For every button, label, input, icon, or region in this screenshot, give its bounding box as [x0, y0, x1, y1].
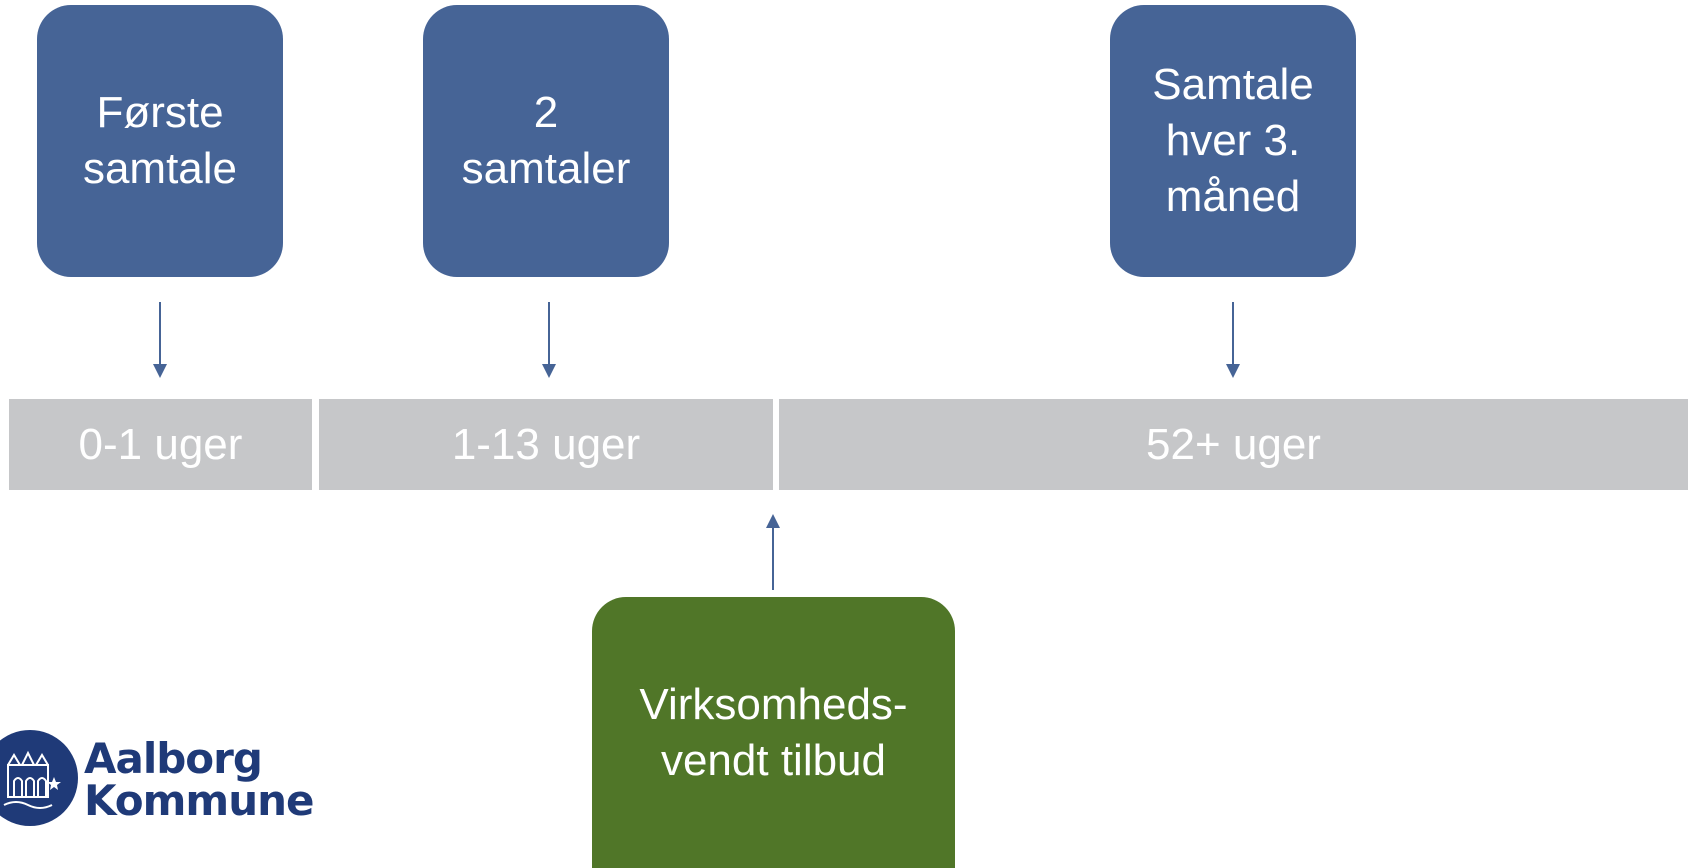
aalborg-kommune-logo: [0, 730, 78, 826]
quarterly-conversation-box: Samtale hver 3. måned: [1110, 5, 1356, 277]
timeline-segment-52-weeks: 52+ uger: [779, 399, 1688, 490]
business-oriented-offer-label: Virksomheds- vendt tilbud: [639, 679, 908, 785]
business-oriented-offer-box: Virksomheds- vendt tilbud: [592, 597, 955, 868]
down-arrow-icon: [542, 302, 556, 378]
up-arrow-icon: [766, 514, 780, 590]
quarterly-conversation-label: Samtale hver 3. måned: [1152, 60, 1314, 221]
timeline-segment-label: 1-13 uger: [451, 419, 641, 469]
timeline-segment-label: 0-1 uger: [78, 419, 243, 469]
logo-line-2: Kommune: [84, 776, 314, 825]
two-conversations-label: 2 samtaler: [461, 88, 631, 193]
down-arrow-icon: [153, 302, 167, 378]
timeline-segment-label: 52+ uger: [1146, 419, 1321, 469]
timeline-segment-0-1-weeks: 0-1 uger: [9, 399, 312, 490]
logo-line-1: Aalborg: [84, 734, 263, 783]
timeline-segment-1-13-weeks: 1-13 uger: [319, 399, 773, 490]
first-conversation-label: Første samtale: [82, 88, 238, 193]
first-conversation-box: Første samtale: [37, 5, 283, 277]
logo-wordmark: Aalborg Kommune: [84, 734, 314, 825]
down-arrow-icon: [1226, 302, 1240, 378]
two-conversations-box: 2 samtaler: [423, 5, 669, 277]
